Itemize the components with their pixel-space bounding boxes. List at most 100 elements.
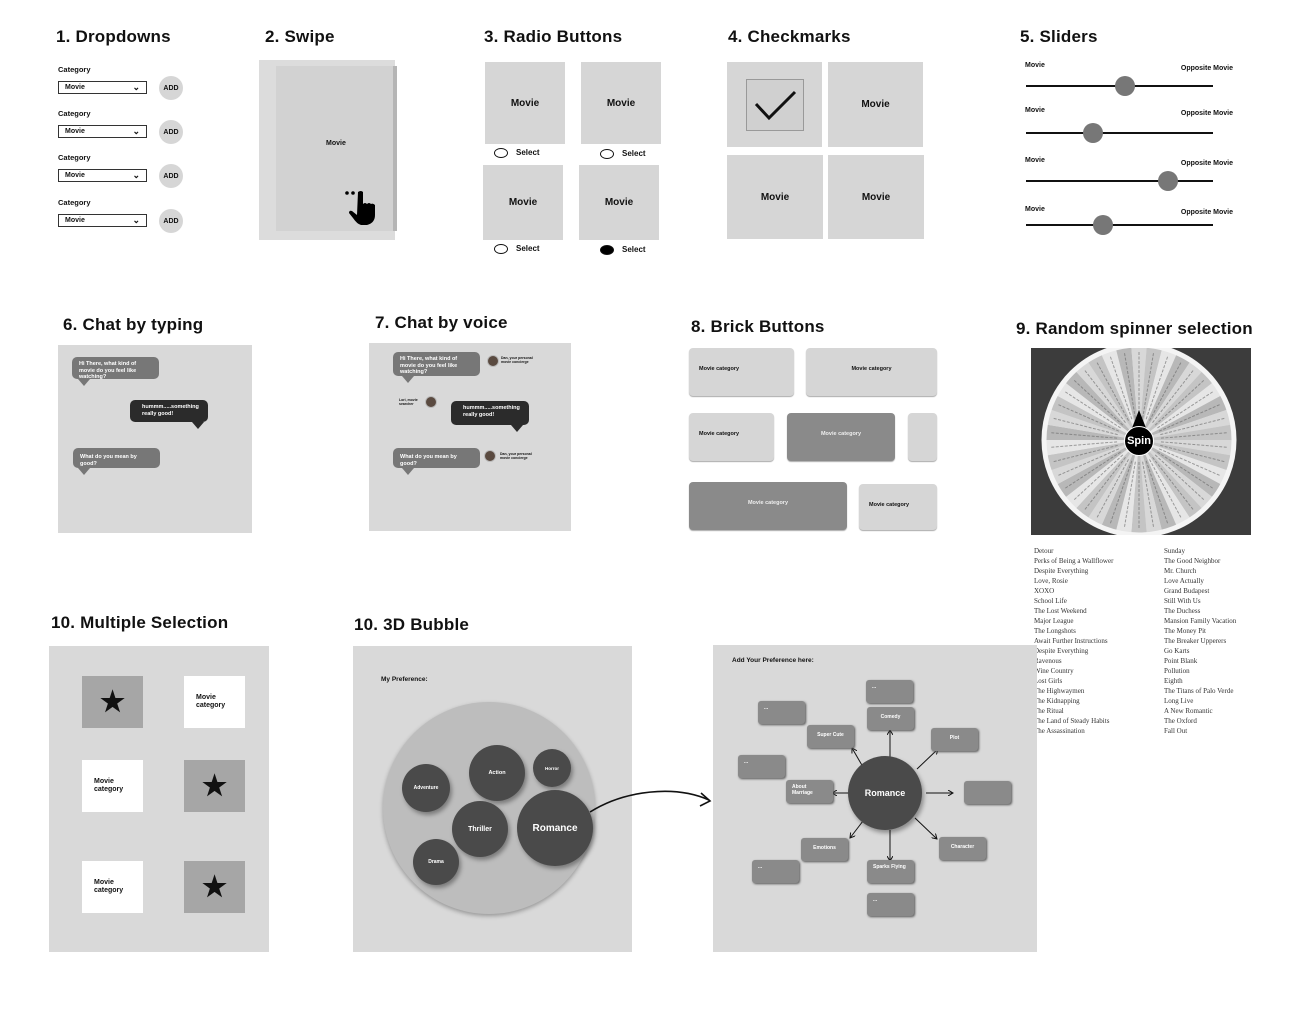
preference-box[interactable]: Emotions: [801, 838, 848, 861]
slider-right-label: Opposite Movie: [1180, 160, 1233, 167]
add-button[interactable]: ADD: [159, 76, 183, 100]
slider-left-label: Movie: [1025, 157, 1045, 164]
chevron-down-icon: ⌄: [132, 170, 140, 180]
category-dropdown[interactable]: Movie⌄: [58, 81, 147, 94]
checkmark-icon: [745, 78, 804, 131]
wheel-segment-stripe: [1051, 432, 1118, 439]
spinner-pointer-icon: [1132, 410, 1146, 428]
preference-box[interactable]: [964, 781, 1011, 804]
preference-box[interactable]: ...: [758, 701, 805, 724]
bubble-tail: [511, 425, 523, 432]
add-button[interactable]: ADD: [159, 164, 183, 188]
slider-thumb[interactable]: [1092, 215, 1113, 235]
spinner-wheel[interactable]: [1031, 342, 1251, 538]
category-tile[interactable]: Movie category: [82, 861, 143, 913]
wheel-title: Despite Everything: [1034, 647, 1089, 655]
radio-card[interactable]: Movie: [485, 62, 565, 144]
wheel-segment-stripe: [1124, 353, 1136, 419]
wheel-title: Detour: [1034, 547, 1054, 555]
category-tile[interactable]: Movie category: [82, 760, 143, 812]
preference-box[interactable]: ...: [867, 893, 914, 916]
chevron-down-icon: ⌄: [132, 82, 140, 92]
genre-bubble[interactable]: Romance: [517, 790, 593, 866]
radio-label: Select: [516, 148, 540, 157]
add-button[interactable]: ADD: [159, 209, 183, 233]
radio-button[interactable]: [600, 245, 614, 255]
wheel-segment: [1049, 394, 1139, 440]
chat-voice-panel: Hi There, what kind of movie do you feel…: [369, 343, 571, 531]
genre-bubble[interactable]: Adventure: [402, 764, 450, 812]
center-bubble-romance[interactable]: Romance: [848, 756, 922, 830]
dropdown-value: Movie: [65, 217, 85, 224]
preference-box[interactable]: Super Cute: [807, 725, 854, 748]
add-button[interactable]: ADD: [159, 120, 183, 144]
radio-card[interactable]: Movie: [581, 62, 661, 144]
wheel-segment: [1139, 345, 1163, 440]
slider-track[interactable]: [1026, 224, 1213, 226]
genre-bubble[interactable]: Thriller: [452, 801, 508, 857]
brick-button[interactable]: Movie category: [689, 482, 847, 530]
wheel-segment: [1139, 424, 1234, 440]
check-card[interactable]: Movie: [828, 62, 923, 147]
wheel-segment-stripe: [1145, 356, 1169, 420]
genre-bubble[interactable]: Horror: [533, 749, 571, 787]
brick-button[interactable]: Movie category: [859, 484, 937, 530]
check-card[interactable]: [727, 62, 822, 147]
radio-card[interactable]: Movie: [483, 165, 563, 240]
preference-box[interactable]: Comedy: [867, 707, 914, 730]
wheel-title: The Titans of Palo Verde: [1164, 687, 1234, 695]
wheel-title: The Duchess: [1164, 607, 1201, 615]
radio-label: Select: [622, 245, 646, 254]
wheel-segment-stripe: [1158, 448, 1220, 476]
category-dropdown[interactable]: Movie⌄: [58, 214, 147, 227]
check-card[interactable]: Movie: [828, 155, 924, 239]
category-tile[interactable]: Movie category: [184, 676, 245, 728]
slider-track[interactable]: [1026, 180, 1213, 182]
wheel-segment: [1139, 440, 1178, 533]
brick-button[interactable]: Movie category: [787, 413, 895, 461]
star-tile[interactable]: ★: [82, 676, 143, 728]
preference-box[interactable]: About Marriage: [786, 780, 833, 803]
wheel-segment: [1044, 440, 1139, 456]
swipe-card[interactable]: Movie: [276, 66, 397, 231]
category-dropdown[interactable]: Movie⌄: [58, 125, 147, 138]
brick-button[interactable]: Movie category: [689, 348, 794, 396]
star-tile[interactable]: ★: [184, 760, 245, 812]
slider-right-label: Opposite Movie: [1180, 209, 1233, 216]
preference-box[interactable]: ...: [752, 860, 799, 883]
wheel-title: Mr. Church: [1164, 567, 1197, 575]
radio-button[interactable]: [494, 148, 508, 158]
wheel-segment-stripe: [1160, 441, 1227, 448]
radio-button[interactable]: [494, 244, 508, 254]
preference-box[interactable]: ...: [738, 755, 785, 778]
slider-thumb[interactable]: [1115, 76, 1136, 96]
radio-button[interactable]: [600, 149, 614, 159]
genre-bubble[interactable]: Drama: [413, 839, 459, 885]
wheel-segment: [1139, 353, 1191, 440]
brick-button[interactable]: [908, 413, 937, 461]
genre-bubble[interactable]: Action: [469, 745, 525, 801]
check-card[interactable]: Movie: [727, 155, 823, 239]
preference-box[interactable]: Sparks Flying: [867, 860, 914, 883]
wheel-segment-stripe: [1051, 441, 1118, 448]
wheel-segment-stripe: [1142, 353, 1154, 419]
preference-box[interactable]: ...: [866, 680, 913, 703]
wheel-segment: [1115, 345, 1139, 440]
check-card-label: Movie: [861, 191, 891, 203]
section-title-checkmarks: 4. Checkmarks: [728, 27, 851, 46]
brick-button[interactable]: Movie category: [689, 413, 774, 461]
brick-button[interactable]: Movie category: [806, 348, 937, 396]
spin-button[interactable]: Spin: [1124, 426, 1154, 456]
wheel-title: Go Karts: [1164, 647, 1190, 655]
slider-thumb[interactable]: [1158, 171, 1179, 191]
slider-thumb[interactable]: [1083, 123, 1104, 143]
radio-card[interactable]: Movie: [579, 165, 659, 240]
slider-track[interactable]: [1026, 132, 1213, 134]
category-dropdown[interactable]: Movie⌄: [58, 169, 147, 182]
star-tile[interactable]: ★: [184, 861, 245, 913]
preference-box[interactable]: Character: [939, 837, 986, 860]
hand-pointer-icon: [345, 191, 375, 225]
wheel-title: Wine Country: [1034, 667, 1074, 675]
preference-box[interactable]: Plot: [931, 728, 978, 751]
